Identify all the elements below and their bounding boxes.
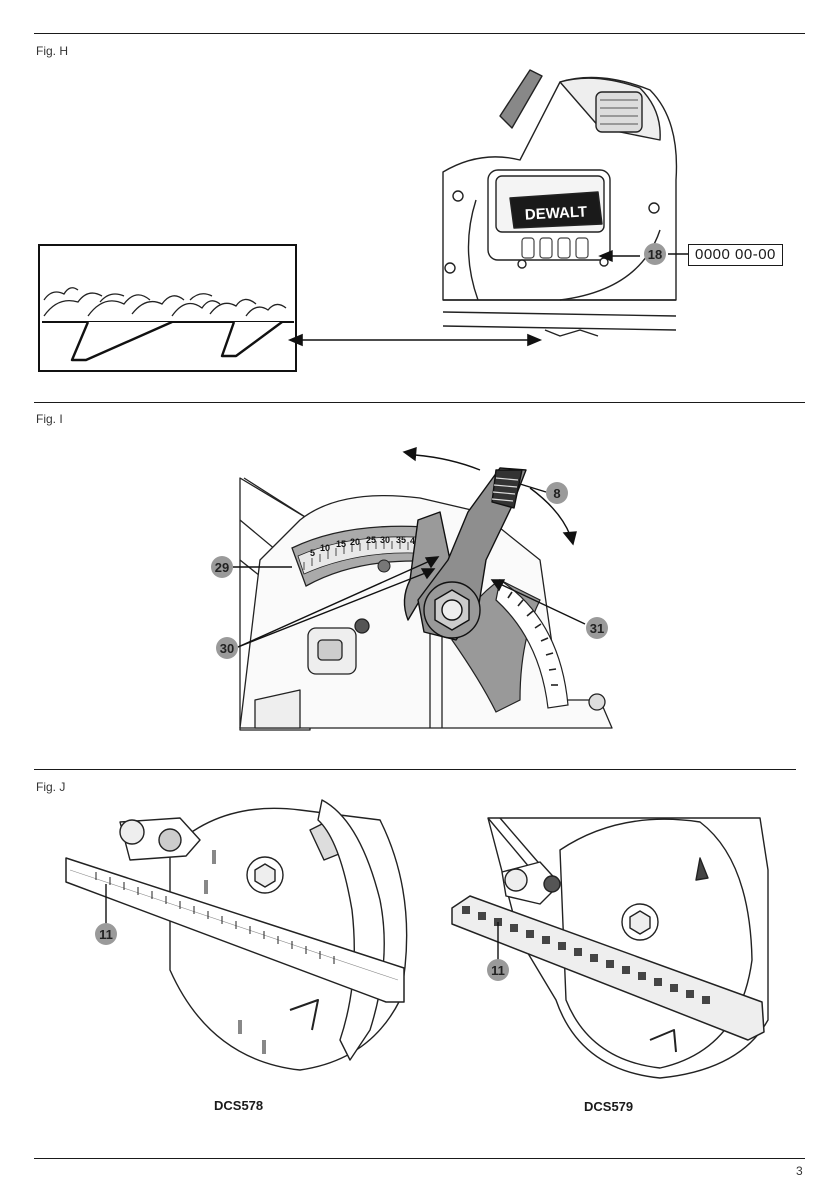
callout-11-left: 11 (95, 923, 117, 945)
fig-j-illustration: 11 (0, 0, 839, 1160)
dcs579-saw-drawing (452, 818, 768, 1078)
page-number: 3 (796, 1164, 803, 1178)
model-label-right: DCS579 (584, 1099, 633, 1114)
model-label-left: DCS578 (214, 1098, 263, 1113)
dcs578-saw-drawing (66, 800, 407, 1070)
callout-11-right: 11 (487, 959, 509, 981)
svg-text:11: 11 (491, 963, 505, 978)
svg-text:11: 11 (99, 927, 113, 942)
